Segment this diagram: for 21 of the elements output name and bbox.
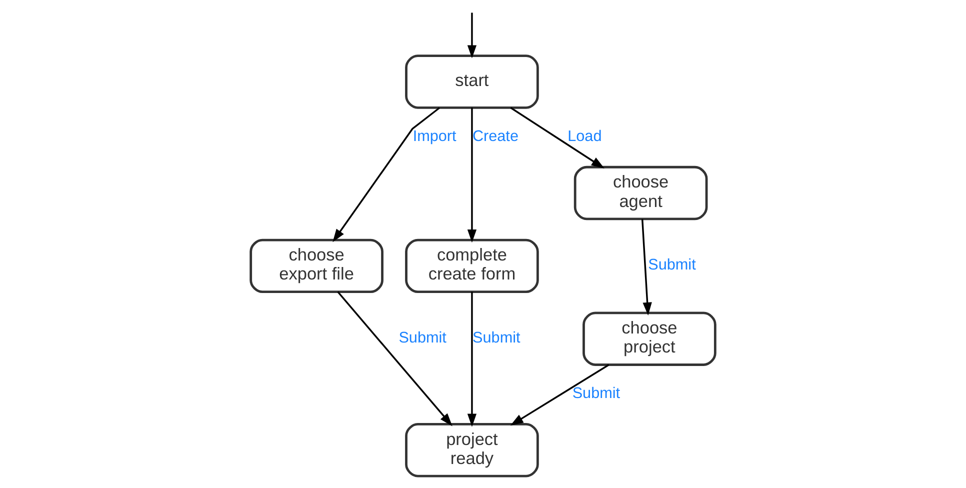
arrow	[467, 12, 477, 58]
node-box: start	[405, 54, 539, 109]
edge-label: Create	[472, 128, 518, 146]
edge-label: Submit	[472, 329, 520, 346]
arrow	[467, 292, 477, 427]
edge-label: Import	[412, 128, 456, 146]
arrow	[510, 364, 610, 426]
arrow	[510, 107, 604, 168]
edge-label: Submit	[648, 256, 696, 274]
node-box: project ready	[405, 423, 539, 478]
node-box: choose project	[582, 312, 716, 366]
edge-label: Submit	[398, 329, 446, 346]
arrow	[641, 219, 652, 316]
arrow	[467, 108, 477, 243]
node-box: choose export file	[250, 238, 384, 294]
node-box: complete create form	[405, 238, 539, 294]
arrow	[337, 291, 452, 426]
node-box: choose agent	[574, 166, 708, 220]
edge-label: Submit	[572, 385, 620, 402]
edge-label: Load	[568, 128, 602, 146]
arrow	[332, 107, 440, 242]
